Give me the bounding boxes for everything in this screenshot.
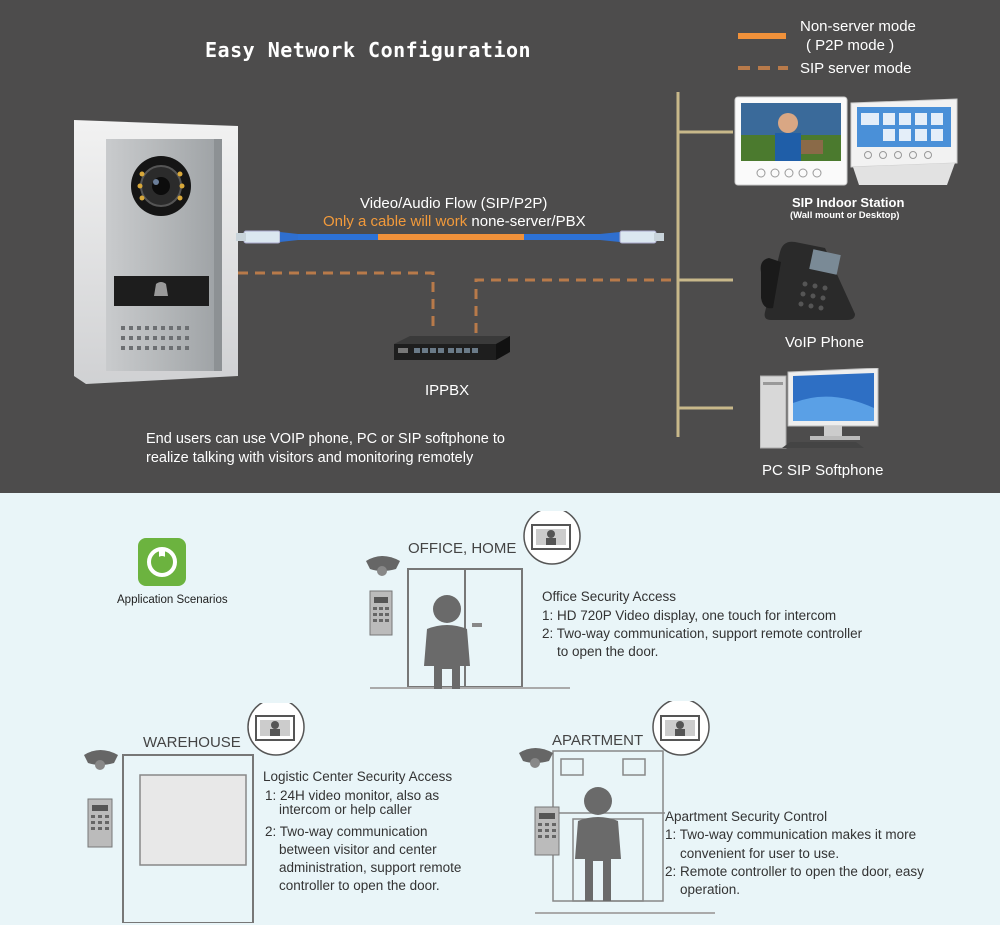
door-station-image [74, 120, 238, 384]
application-scenarios-icon [138, 538, 186, 586]
network-config-panel: Easy Network Configuration Non-server mo… [0, 0, 1000, 493]
note-line-1: End users can use VOIP phone, PC or SIP … [146, 431, 505, 447]
sip-indoor-station-image [734, 96, 958, 186]
office-item-1: 1: HD 720P Video display, one touch for … [542, 608, 837, 623]
flow-title: Video/Audio Flow (SIP/P2P) [360, 195, 548, 212]
apartment-item-1a: 1: Two-way communication makes it more [665, 827, 917, 842]
application-scenarios-panel: Application Scenarios OFFICE, HOME Offic… [0, 493, 1000, 925]
office-title: OFFICE, HOME [408, 540, 517, 557]
apartment-item-2b: operation. [680, 882, 741, 897]
office-item-2: 2: Two-way communication, support remote… [542, 626, 863, 641]
warehouse-item-2b: between visitor and center [279, 842, 437, 857]
apartment-item-1b: convenient for user to use. [680, 846, 840, 861]
legend-dashed-line [738, 66, 788, 70]
apartment-illustration [519, 701, 715, 914]
warehouse-title: WAREHOUSE [143, 734, 241, 751]
application-scenarios-label: Application Scenarios [117, 594, 228, 606]
page-title: Easy Network Configuration [205, 38, 532, 62]
sip-indoor-subtitle: (Wall mount or Desktop) [790, 210, 900, 221]
warehouse-item-1a: 1: 24H video monitor, also as [265, 788, 440, 803]
warehouse-illustration [84, 703, 305, 923]
office-item-2b: to open the door. [557, 644, 659, 659]
legend-solid-line [738, 33, 786, 39]
apartment-item-2a: 2: Remote controller to open the door, e… [665, 864, 924, 879]
warehouse-item-1b: intercom or help caller [279, 802, 412, 817]
warehouse-item-2a: 2: Two-way communication [265, 824, 428, 839]
legend-dashed-label: SIP server mode [800, 60, 912, 77]
legend-solid-label: Non-server mode [800, 18, 916, 35]
voip-phone-label: VoIP Phone [785, 334, 864, 351]
ippbx-device-image [394, 336, 510, 360]
flow-highlight: Only a cable will work [323, 213, 468, 230]
apartment-heading: Apartment Security Control [665, 809, 828, 824]
flow-subtitle: Only a cable will work none-server/PBX [323, 213, 586, 230]
voip-phone-image [760, 241, 855, 320]
pc-softphone-label: PC SIP Softphone [762, 462, 884, 479]
apartment-title: APARTMENT [552, 732, 644, 749]
ippbx-label: IPPBX [425, 382, 470, 399]
sip-dashed-connections [238, 271, 678, 333]
pc-softphone-image [760, 368, 879, 449]
flow-rest: none-server/PBX [467, 213, 586, 230]
note-line-2: realize talking with visitors and monito… [146, 450, 474, 466]
office-illustration [366, 511, 581, 689]
sip-indoor-title: SIP Indoor Station [792, 195, 905, 210]
office-heading: Office Security Access [542, 589, 677, 604]
network-bus-lines [676, 92, 733, 437]
network-cable [236, 230, 664, 244]
legend-solid-sublabel: ( P2P mode ) [806, 37, 895, 54]
warehouse-item-2d: controller to open the door. [279, 878, 440, 893]
warehouse-heading: Logistic Center Security Access [263, 769, 453, 784]
warehouse-item-2c: administration, support remote [279, 860, 462, 875]
